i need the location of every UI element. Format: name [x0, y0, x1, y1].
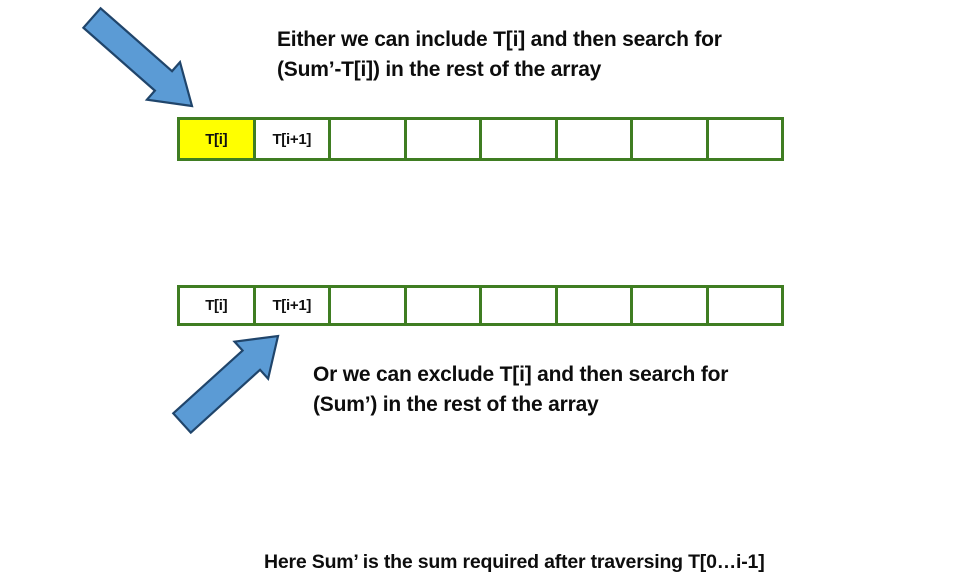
array-cell[interactable] [633, 288, 709, 323]
array-cell[interactable] [482, 120, 558, 158]
footnote-text: Here Sum’ is the sum required after trav… [264, 551, 765, 573]
array-cell[interactable]: T[i+1] [255, 120, 331, 158]
arrow-up-right-icon [171, 334, 280, 435]
array-cell[interactable] [331, 288, 407, 323]
exclude-branch-text: Or we can exclude T[i] and then search f… [313, 363, 729, 416]
array-include-row: T[i] T[i+1] [177, 117, 784, 161]
array-exclude-row: T[i] T[i+1] [177, 285, 784, 326]
array-cell[interactable] [406, 120, 482, 158]
arrow-down-right-icon [81, 6, 194, 108]
array-cell[interactable] [557, 120, 633, 158]
array-cell[interactable] [557, 288, 633, 323]
include-branch-text: Either we can include T[i] and then sear… [277, 28, 722, 81]
array-cell[interactable] [331, 120, 407, 158]
array-cell[interactable] [708, 288, 781, 323]
array-cell[interactable] [633, 120, 709, 158]
array-cell[interactable] [406, 288, 482, 323]
array-cell[interactable] [482, 288, 558, 323]
array-cell[interactable]: T[i] [180, 120, 256, 158]
array-cell[interactable]: T[i] [180, 288, 256, 323]
array-cell[interactable] [708, 120, 781, 158]
array-cell[interactable]: T[i+1] [255, 288, 331, 323]
